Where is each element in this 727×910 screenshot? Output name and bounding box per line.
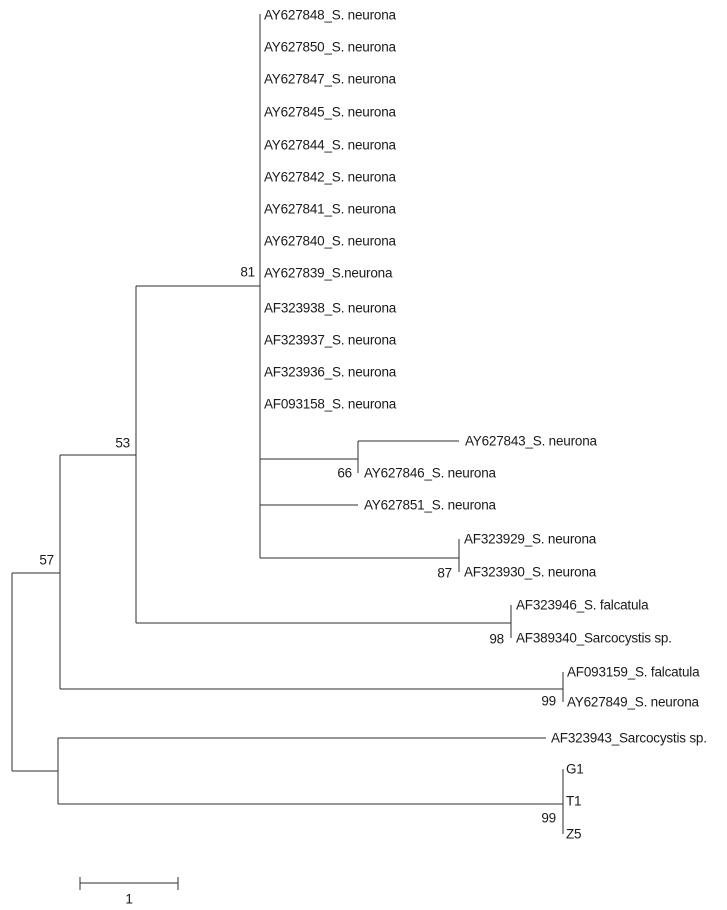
taxon-label: AY627850_S. neurona <box>264 40 397 55</box>
taxon-label: AY627845_S. neurona <box>264 105 397 120</box>
taxon-label: AY627843_S. neurona <box>465 434 598 449</box>
bootstrap-value: 81 <box>240 265 255 280</box>
taxon-label: AY627840_S. neurona <box>264 234 397 249</box>
taxon-label: AY627849_S. neurona <box>567 695 700 710</box>
taxon-label: AY627839_S.neurona <box>264 266 393 281</box>
taxon-label: AY627842_S. neurona <box>264 170 397 185</box>
taxon-label: AF323930_S. neurona <box>464 565 597 580</box>
taxon-label: AY627844_S. neurona <box>264 138 397 153</box>
taxon-label: AY627851_S. neurona <box>364 498 497 513</box>
taxon-label: AY627846_S. neurona <box>364 466 497 481</box>
bootstrap-value: 87 <box>437 566 452 581</box>
bootstrap-value: 57 <box>39 553 54 568</box>
taxon-label: T1 <box>566 794 581 809</box>
taxon-label: AY627841_S. neurona <box>264 202 397 217</box>
taxon-label: AF323938_S. neurona <box>264 301 397 316</box>
taxon-label: AF323937_S. neurona <box>264 333 397 348</box>
bootstrap-value: 66 <box>337 466 352 481</box>
scale-bar-label: 1 <box>125 892 132 907</box>
taxon-label: AF389340_Sarcocystis sp. <box>516 631 672 646</box>
taxon-label: AY627848_S. neurona <box>264 8 397 23</box>
bootstrap-value: 99 <box>541 811 556 826</box>
taxon-label: AF323929_S. neurona <box>464 532 597 547</box>
taxon-label: AF093158_S. neurona <box>264 397 397 412</box>
taxon-label: AF323943_Sarcocystis sp. <box>551 731 707 746</box>
taxon-label: AF323936_S. neurona <box>264 365 397 380</box>
taxon-label: G1 <box>566 762 584 777</box>
bootstrap-value: 53 <box>115 436 130 451</box>
taxon-label: AF093159_S. falcatula <box>567 665 700 680</box>
taxon-label: AF323946_S. falcatula <box>516 598 649 613</box>
bootstrap-value: 98 <box>489 632 504 647</box>
bootstrap-value: 99 <box>541 694 556 709</box>
taxon-label: AY627847_S. neurona <box>264 72 397 87</box>
taxon-label: Z5 <box>566 827 581 842</box>
